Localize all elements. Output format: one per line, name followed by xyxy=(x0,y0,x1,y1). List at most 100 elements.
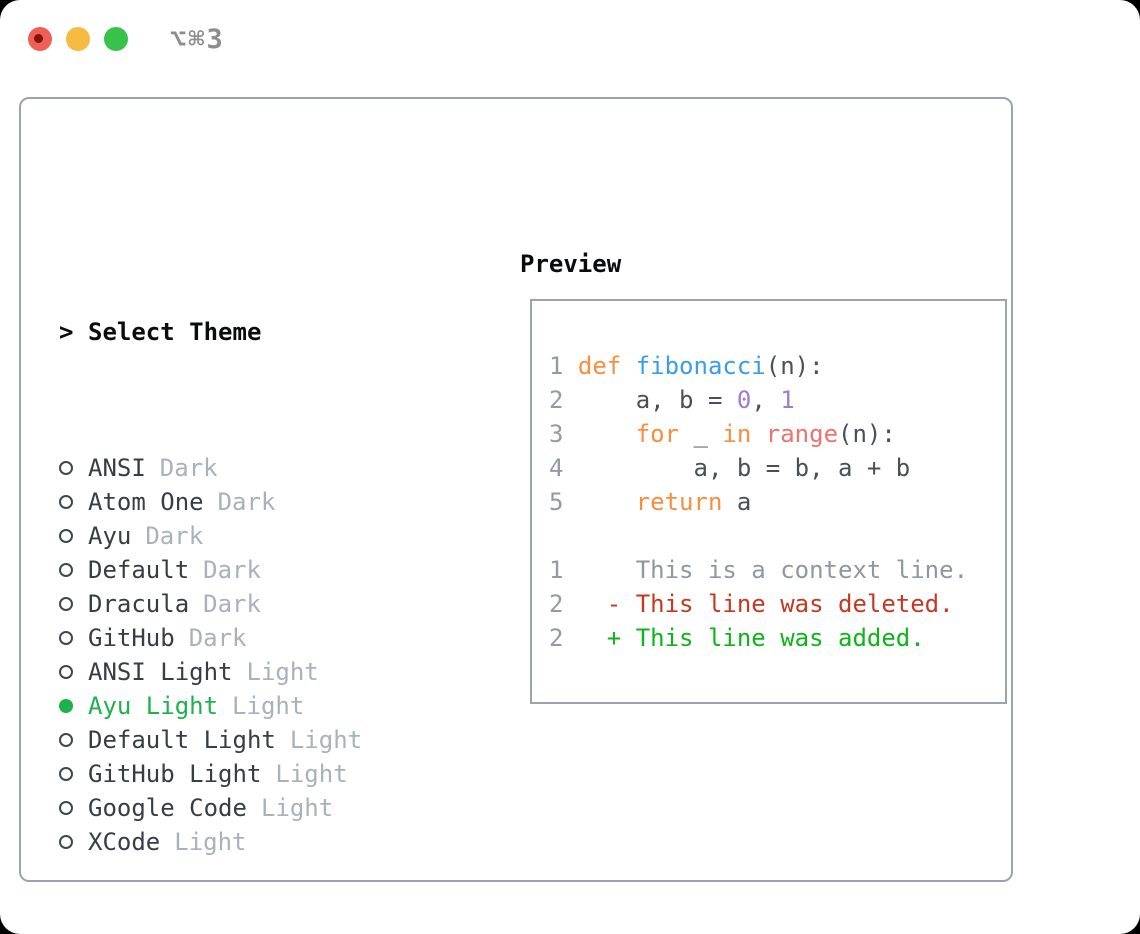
radio-icon xyxy=(59,767,73,781)
code-token-num: 1 xyxy=(780,386,795,414)
radio-icon xyxy=(59,801,73,815)
theme-name: Atom One xyxy=(88,488,204,516)
code-token-tx: (n): xyxy=(838,420,896,448)
code-token-tx: , xyxy=(751,386,781,414)
theme-name: Default Light xyxy=(88,726,276,754)
preview-code-line: 2 - This line was deleted. xyxy=(549,587,1005,621)
theme-name: Ayu Light xyxy=(88,692,219,720)
theme-variant: Light xyxy=(246,658,319,686)
code-token-fn: fibonacci xyxy=(635,352,766,380)
code-token-tx: (n): xyxy=(765,352,824,380)
theme-name: ANSI xyxy=(88,454,146,482)
code-token-kw: return xyxy=(635,488,723,516)
code-token-kw: for xyxy=(635,420,680,448)
theme-name: GitHub xyxy=(88,624,175,652)
radio-icon xyxy=(59,461,73,475)
radio-selected-icon xyxy=(59,699,88,713)
preview-code-line: 1 This is a context line. xyxy=(549,553,1005,587)
title-bar: ⌥⌘3 xyxy=(28,23,225,55)
radio-selected-icon xyxy=(59,699,73,713)
code-token-ln: 5 xyxy=(549,488,578,516)
theme-option-ayu-dark[interactable]: Ayu Dark xyxy=(59,519,464,553)
window-shortcut-label: ⌥⌘3 xyxy=(170,23,225,55)
radio-icon xyxy=(59,495,73,509)
theme-option-atom-one-dark[interactable]: Atom One Dark xyxy=(59,485,464,519)
radio-icon xyxy=(59,835,73,849)
code-token-del: - This line was deleted. xyxy=(563,590,954,618)
code-token-coral: range xyxy=(765,420,839,448)
code-token-kw: def xyxy=(577,352,636,380)
code-token-ln: 2 xyxy=(549,386,578,414)
radio-icon xyxy=(59,461,88,475)
radio-icon xyxy=(59,801,88,815)
radio-icon xyxy=(59,631,88,645)
preview-code-line: 4 a, b = b, a + b xyxy=(549,451,1005,485)
close-button[interactable] xyxy=(28,27,52,51)
theme-name: Ayu xyxy=(88,522,132,550)
radio-icon xyxy=(59,733,73,747)
theme-option-ansi-light-light[interactable]: ANSI Light Light xyxy=(59,655,464,689)
maximize-button[interactable] xyxy=(104,27,128,51)
theme-option-github-dark[interactable]: GitHub Dark xyxy=(59,621,464,655)
radio-icon xyxy=(59,631,73,645)
selection-prompt: > xyxy=(59,318,74,346)
preview-code-line: 2 + This line was added. xyxy=(549,621,1005,655)
code-token-ln: 1 xyxy=(549,352,578,380)
code-token-kw: in xyxy=(722,420,752,448)
radio-icon xyxy=(59,597,88,611)
theme-name: ANSI Light xyxy=(88,658,233,686)
code-token-tx: a xyxy=(722,488,752,516)
theme-name: XCode xyxy=(88,828,161,856)
theme-variant: Dark xyxy=(217,488,276,516)
code-token-add: + This line was added. xyxy=(563,624,925,652)
theme-list-title: Select Theme xyxy=(88,318,262,346)
radio-icon xyxy=(59,495,88,509)
theme-variant: Light xyxy=(275,760,348,788)
theme-option-google-code-light[interactable]: Google Code Light xyxy=(59,791,464,825)
minimize-button[interactable] xyxy=(66,27,90,51)
preview-title: Preview xyxy=(520,250,622,278)
preview-code-line: 5 return a xyxy=(549,485,1005,519)
radio-icon xyxy=(59,529,88,543)
code-token-tx: a, b = xyxy=(577,386,737,414)
preview-code-line: 3 for _ in range(n): xyxy=(549,417,1005,451)
radio-icon xyxy=(59,835,88,849)
theme-variant: Dark xyxy=(188,624,247,652)
theme-option-default-light-light[interactable]: Default Light Light xyxy=(59,723,464,757)
radio-icon xyxy=(59,665,88,679)
radio-icon xyxy=(59,665,73,679)
code-token-tx: _ xyxy=(679,420,723,448)
theme-variant: Light xyxy=(260,794,334,822)
radio-icon xyxy=(59,733,88,747)
preview-code-line: 1 def fibonacci(n): xyxy=(549,349,1005,383)
code-token-ln: 1 xyxy=(549,556,564,584)
code-token-ln: 2 xyxy=(549,590,564,618)
code-token-tx xyxy=(578,420,636,448)
preview-blank-line xyxy=(549,519,1005,553)
theme-variant: Dark xyxy=(159,454,218,482)
theme-variant: Dark xyxy=(203,590,261,618)
theme-variant: Light xyxy=(289,726,363,754)
code-token-ctx: This is a context line. xyxy=(563,556,969,584)
code-token-num: 0 xyxy=(736,386,752,414)
code-token-ln: 3 xyxy=(549,420,578,448)
theme-variant: Dark xyxy=(145,522,204,550)
radio-icon xyxy=(59,767,88,781)
unsaved-indicator-dot xyxy=(34,34,43,43)
theme-name: Default xyxy=(88,556,190,584)
theme-option-ansi-dark[interactable]: ANSI Dark xyxy=(59,451,464,485)
code-token-ln: 2 xyxy=(549,624,564,652)
preview-code-line: 2 a, b = 0, 1 xyxy=(549,383,1005,417)
code-token-tx xyxy=(751,420,765,448)
theme-name: Google Code xyxy=(88,794,247,822)
